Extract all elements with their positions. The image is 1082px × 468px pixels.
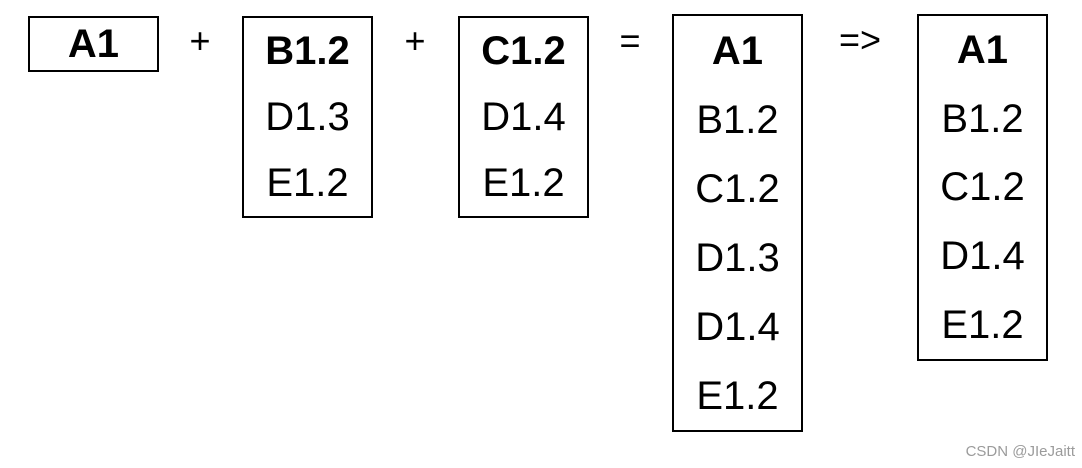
box-item: D1.3 [695, 235, 780, 280]
set-box-1: A1 [28, 16, 159, 72]
box-item: A1 [711, 28, 764, 73]
box-item: E1.2 [941, 302, 1024, 347]
box-item: C1.2 [695, 166, 780, 211]
equals-operator: = [619, 20, 641, 61]
box-item: D1.4 [940, 234, 1025, 279]
box-item: D1.3 [265, 95, 350, 139]
box-item: B1.2 [696, 97, 779, 142]
arrow-operator: => [838, 19, 882, 60]
plus-operator-1: + [189, 20, 211, 61]
watermark: CSDN @JIeJaitt [965, 443, 1075, 460]
box-item: B1.2 [941, 96, 1024, 141]
box-item: E1.2 [482, 161, 565, 205]
box-item: C1.2 [481, 29, 566, 73]
box-item: B1.2 [265, 29, 350, 73]
box-item: A1 [67, 22, 120, 66]
box-item: E1.2 [266, 161, 349, 205]
box-item: C1.2 [940, 165, 1025, 210]
box-item: E1.2 [696, 373, 779, 418]
plus-operator-2: + [404, 20, 426, 61]
box-item: D1.4 [481, 95, 566, 139]
box-item: A1 [956, 28, 1009, 73]
box-item: D1.4 [695, 304, 780, 349]
